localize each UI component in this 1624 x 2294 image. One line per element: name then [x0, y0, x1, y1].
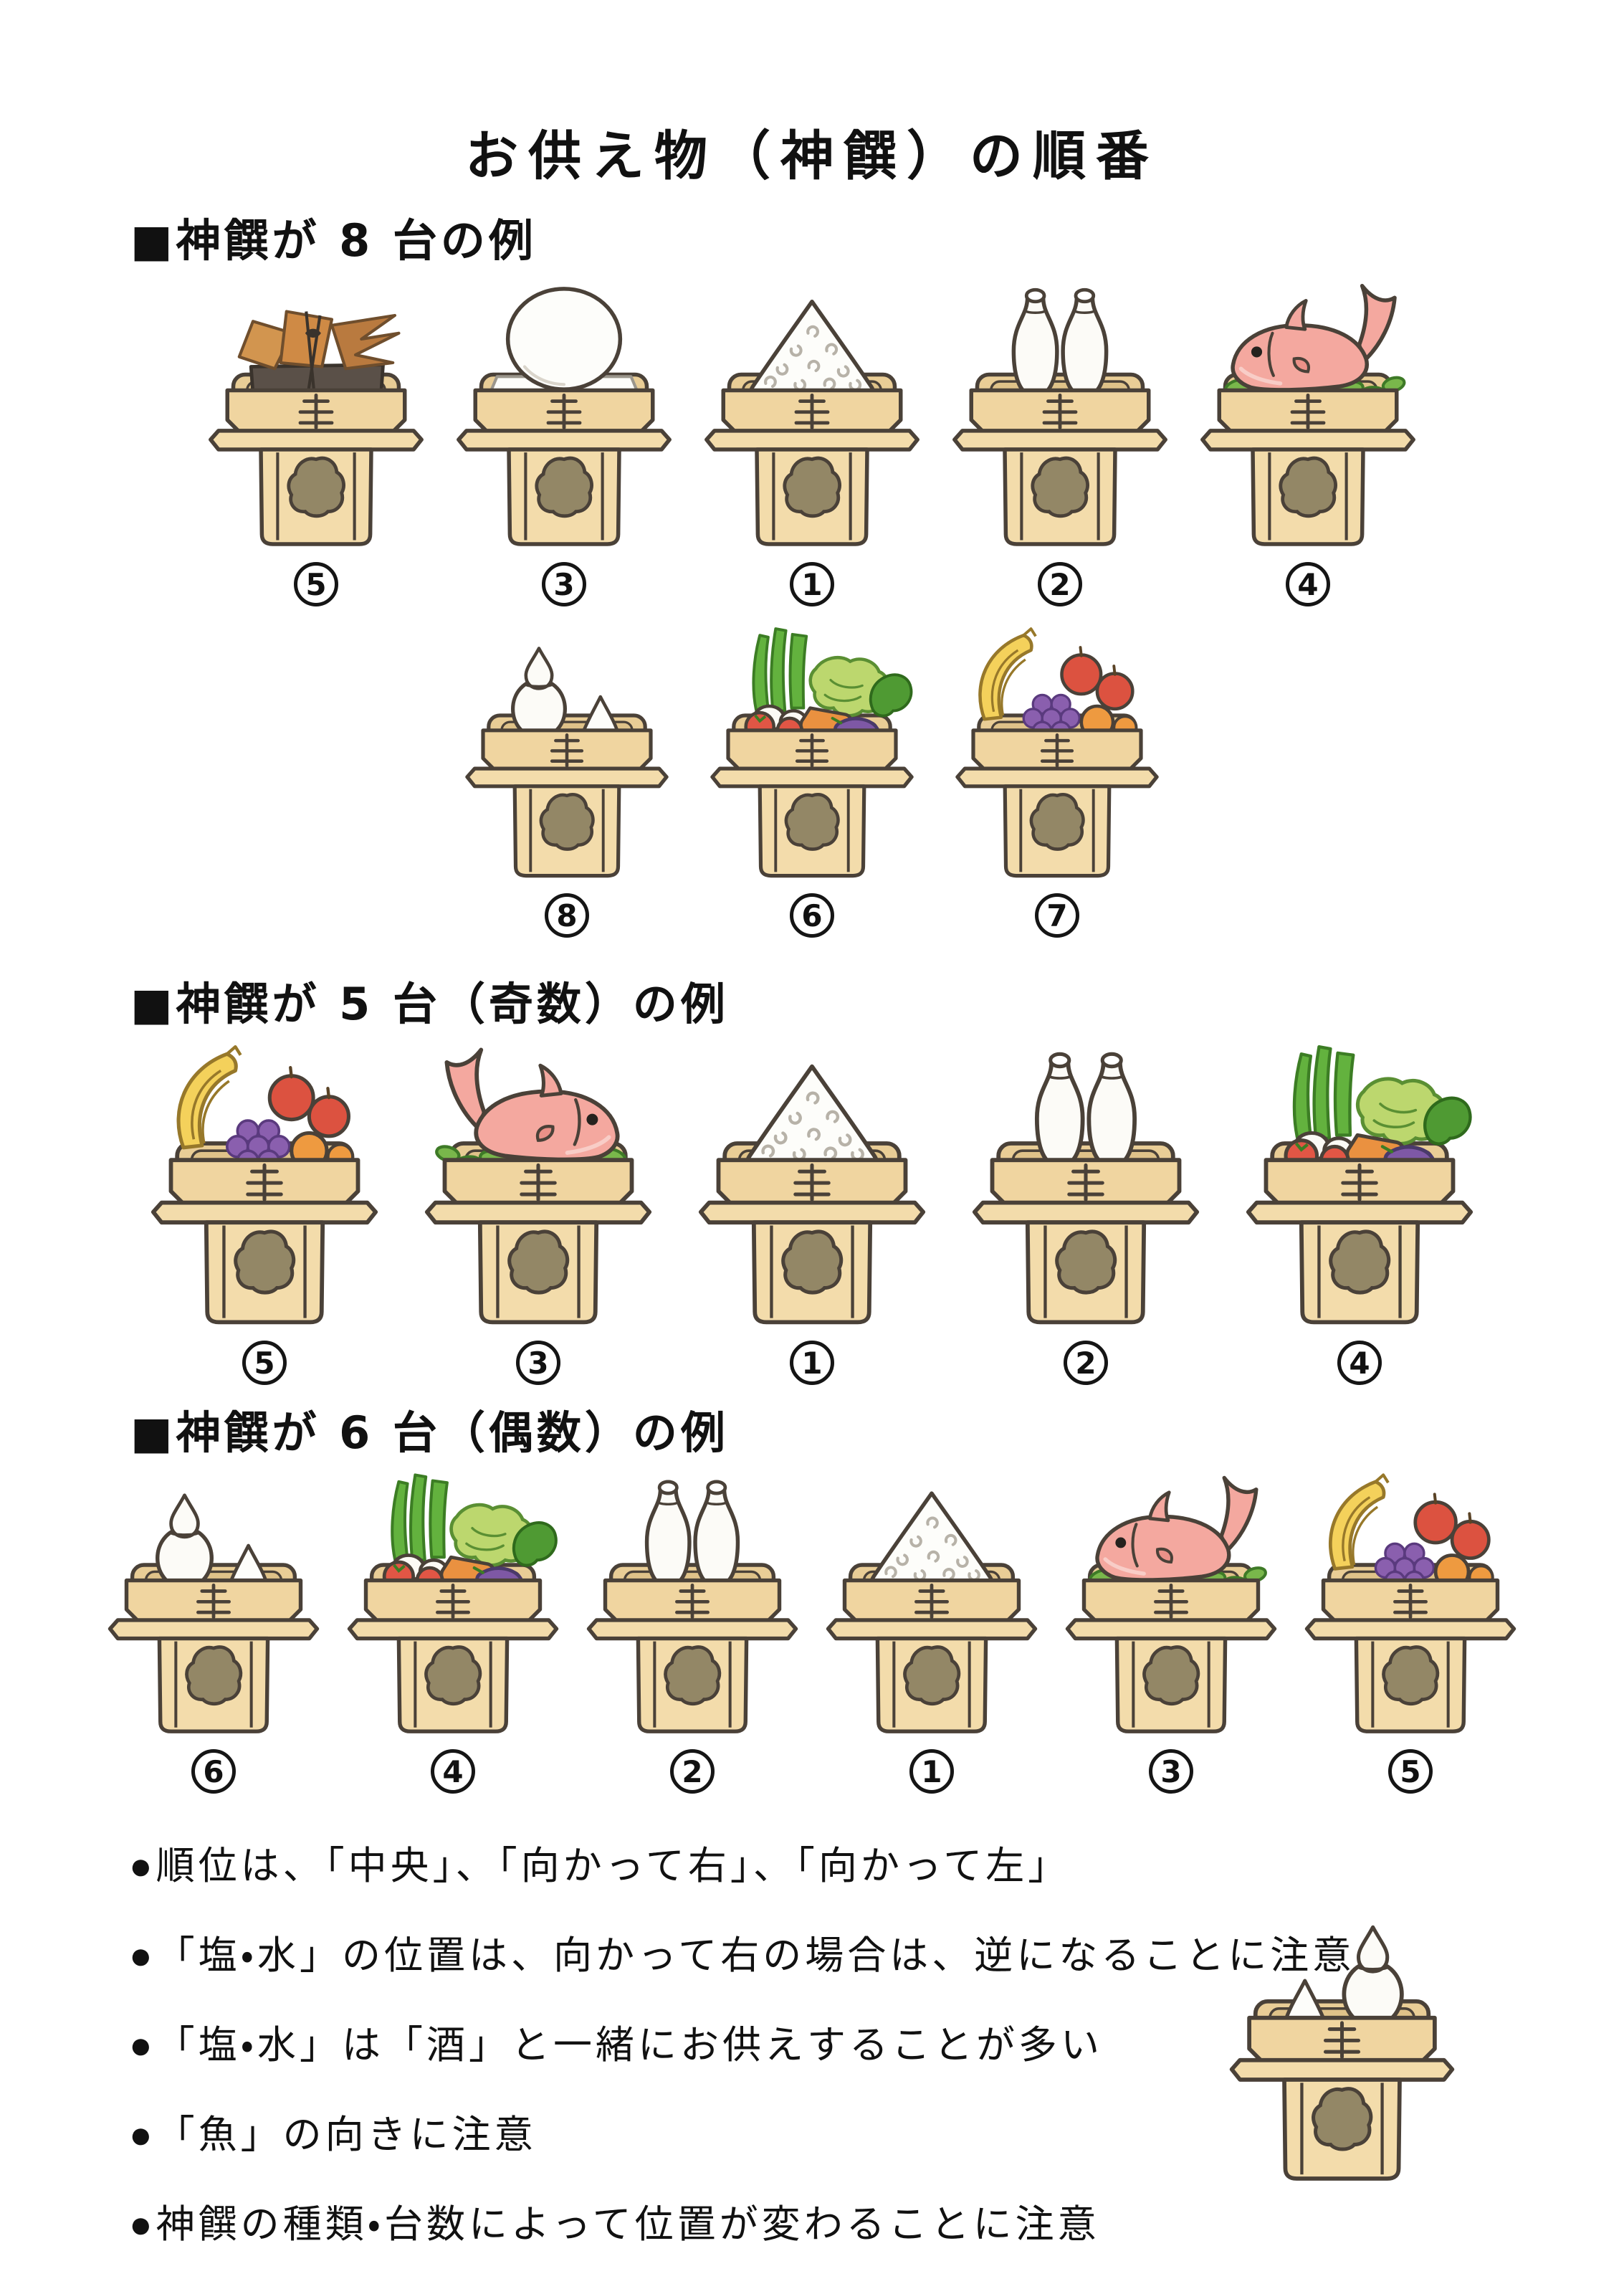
- order-number-badge: 4: [1286, 562, 1330, 606]
- order-number-badge: 1: [790, 1341, 834, 1385]
- note-item: ●「塩・水」は「酒」と一緒にお供えすることが多い: [129, 2024, 1103, 2067]
- offering-row-8dai-back: 8 6 7: [0, 622, 1624, 938]
- order-number-badge: 4: [1337, 1341, 1382, 1385]
- stand-water-salt: 8: [455, 622, 679, 938]
- section-heading-8dai: ■神饌が 8 台の例: [130, 214, 537, 267]
- section-heading-5dai: ■神饌が 5 台（奇数）の例: [130, 978, 729, 1030]
- order-number-badge: 2: [1064, 1341, 1108, 1385]
- order-number-badge: 6: [790, 893, 834, 938]
- stand-rice: 1: [694, 276, 930, 606]
- offering-row-5dai: 5 3 1 2 4: [0, 1039, 1624, 1385]
- order-number-badge: 5: [294, 562, 338, 606]
- stand-rice: 1: [687, 1039, 937, 1385]
- notes-list: ●順位は、「中央」、「向かって右」、「向かって左」 ●「塩・水」の位置は、向かっ…: [129, 1834, 1624, 2249]
- stand-fish: 4: [1190, 276, 1426, 606]
- fruits-offering-icon: [945, 622, 1169, 883]
- section-heading-6dai: ■神饌が 6 台（偶数）の例: [130, 1407, 729, 1459]
- order-number-badge: 5: [242, 1341, 287, 1385]
- order-number-badge: 7: [1035, 893, 1079, 938]
- order-number-badge: 2: [670, 1749, 715, 1794]
- fish-offering-icon: [1055, 1468, 1287, 1739]
- stand-fruits: 5: [1294, 1468, 1527, 1794]
- rice-offering-icon: [694, 276, 930, 552]
- water-salt-offering-icon: [97, 1468, 330, 1739]
- sake-offering-icon: [961, 1039, 1210, 1331]
- stand-sake: 2: [942, 276, 1178, 606]
- offering-row-6dai: 6 4 2 1 3: [0, 1468, 1624, 1794]
- stand-mochi: 3: [446, 276, 682, 606]
- order-number-badge: 3: [542, 562, 586, 606]
- stand-fish: 3: [414, 1039, 663, 1385]
- stand-water-salt: 6: [97, 1468, 330, 1794]
- fruits-offering-icon: [1294, 1468, 1527, 1739]
- order-number-badge: 2: [1038, 562, 1082, 606]
- dried-goods-offering-icon: [198, 276, 434, 552]
- order-number-badge: 5: [1388, 1749, 1433, 1794]
- mochi-offering-icon: [446, 276, 682, 552]
- stand-vegetables: 4: [1235, 1039, 1484, 1385]
- note-item: ●「塩・水」の位置は、向かって右の場合は、逆になることに注意: [129, 1934, 1355, 1977]
- order-number-badge: 1: [909, 1749, 954, 1794]
- order-number-badge: 8: [545, 893, 589, 938]
- note-item: ●順位は、「中央」、「向かって右」、「向かって左」: [129, 1845, 1071, 1888]
- rice-offering-icon: [687, 1039, 937, 1331]
- stand-fish: 3: [1055, 1468, 1287, 1794]
- fish-offering-icon: [1190, 276, 1426, 552]
- stand-dried-goods: 5: [198, 276, 434, 606]
- order-number-badge: 6: [191, 1749, 236, 1794]
- stand-rice: 1: [816, 1468, 1048, 1794]
- order-number-badge: 1: [790, 562, 834, 606]
- salt-water-stand-illustration: [1218, 1898, 1466, 2187]
- rice-offering-icon: [816, 1468, 1048, 1739]
- vegetables-offering-icon: [700, 622, 924, 883]
- stand-fruits: 5: [140, 1039, 389, 1385]
- stand-sake: 2: [576, 1468, 808, 1794]
- stand-fruits: 7: [945, 622, 1169, 938]
- vegetables-offering-icon: [337, 1468, 569, 1739]
- water-salt-offering-icon: [455, 622, 679, 883]
- sake-offering-icon: [576, 1468, 808, 1739]
- note-item: ●「魚」の向きに注意: [129, 2113, 537, 2156]
- fruits-offering-icon: [140, 1039, 389, 1331]
- stand-sake: 2: [961, 1039, 1210, 1385]
- fish-offering-icon: [414, 1039, 663, 1331]
- page-title: お供え物（神饌）の順番: [465, 125, 1159, 187]
- vegetables-offering-icon: [1235, 1039, 1484, 1331]
- stand-vegetables: 6: [700, 622, 924, 938]
- note-item: ●神饌の種類・台数によって位置が変わることに注意: [129, 2203, 1100, 2246]
- sake-offering-icon: [942, 276, 1178, 552]
- order-number-badge: 4: [431, 1749, 475, 1794]
- stand-vegetables: 4: [337, 1468, 569, 1794]
- order-number-badge: 3: [1149, 1749, 1193, 1794]
- order-number-badge: 3: [516, 1341, 560, 1385]
- offering-row-8dai-front: 5 3 1 2 4: [0, 276, 1624, 606]
- salt-water-offering-icon: [1218, 1898, 1466, 2187]
